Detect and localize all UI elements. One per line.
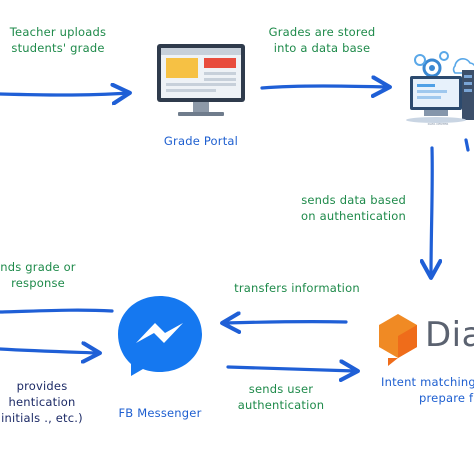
dialogflow-logo-icon: [379, 314, 417, 366]
messenger-logo-icon: [118, 296, 202, 376]
arrow-dialogflow-to-messenger: [224, 322, 348, 323]
dialogflow-name: Dial: [425, 315, 474, 355]
computer-monitor-icon: [157, 44, 245, 116]
grade-portal-caption: Grade Portal: [163, 134, 239, 148]
messenger-caption: FB Messenger: [118, 406, 202, 420]
step-transfer-label: transfers information: [234, 281, 360, 295]
dialogflow-caption: Intent matching prepare f: [381, 375, 474, 405]
arrow-upload-to-portal: [0, 93, 128, 95]
arrow-user-to-messenger: [0, 349, 98, 353]
arrow-portal-to-database: [260, 86, 388, 88]
data-center-caption: DATA CENTER: [427, 122, 449, 126]
arrow-database-to-offscreen: [464, 138, 470, 152]
database-server-icon: [406, 51, 474, 123]
arrow-messenger-to-dialogflow: [226, 367, 356, 371]
arrow-messenger-to-user: [0, 308, 114, 314]
arrow-database-to-dialogflow: [431, 146, 432, 276]
